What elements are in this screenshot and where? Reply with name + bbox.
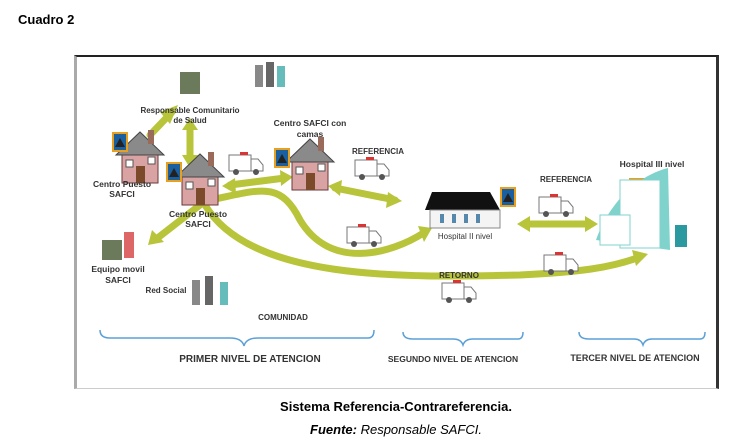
ambulance-icon [354, 156, 390, 181]
label-red-social: Red Social [146, 286, 187, 295]
arrow-center-equipo [151, 201, 204, 244]
figure-number: Cuadro 2 [18, 12, 75, 27]
label-hospital-2: Hospital II nivel [438, 232, 492, 241]
arrow-heads [148, 105, 648, 266]
label-primer-nivel: PRIMER NIVEL DE ATENCION [179, 354, 321, 365]
label-segundo-nivel: SEGUNDO NIVEL DE ATENCION [388, 354, 518, 364]
label-retorno: RETORNO [439, 271, 479, 280]
source-value: Responsable SAFCI. [356, 422, 482, 437]
label-referencia-2: REFERENCIA [540, 175, 592, 184]
label-equipo-movil-2: SAFCI [105, 275, 131, 285]
house-icon [285, 136, 335, 191]
diagram-frame [74, 55, 719, 389]
ambulance-icon [538, 193, 574, 218]
label-responsable: Responsable Comunitario [140, 106, 239, 115]
arrow-camas-referencia [331, 184, 399, 204]
label-centro-camas-2: camas [297, 129, 324, 139]
flow-arrows [146, 108, 644, 280]
ambulance-icon [441, 279, 477, 304]
arrow-center-camas [226, 174, 289, 189]
label-centro-camas: Centro SAFCI con [274, 118, 347, 128]
label-responsable-2: de Salud [173, 116, 206, 125]
ambulance-icon [346, 223, 382, 248]
logo-badge-icon [274, 148, 290, 168]
bracket-level-3 [578, 331, 706, 348]
bracket-level-2 [402, 331, 524, 348]
source-label: Fuente: [310, 422, 357, 437]
figure-source: Fuente: Responsable SAFCI. [0, 422, 748, 437]
hospital-3-icon [596, 168, 687, 250]
arrow-center-hospital3 [201, 201, 644, 280]
logo-badge-icon [166, 162, 182, 182]
label-centro-puesto-left-2: SAFCI [109, 189, 135, 199]
ambulance-icon [228, 151, 264, 176]
logo-badge-icon [112, 132, 128, 152]
logo-badge-icon [500, 187, 516, 207]
label-comunidad: COMUNIDAD [258, 313, 308, 322]
label-centro-puesto-center: Centro Puesto [169, 209, 227, 219]
figure-caption: Sistema Referencia-Contrareferencia. [280, 399, 512, 414]
label-hospital-3: Hospital III nivel [620, 159, 685, 169]
label-centro-puesto-left: Centro Puesto [93, 179, 151, 189]
label-equipo-movil: Equipo movil [91, 264, 144, 274]
house-icon [175, 151, 225, 206]
bracket-level-1 [99, 329, 375, 347]
label-tercer-nivel: TERCER NIVEL DE ATENCION [570, 353, 699, 363]
label-referencia-1: REFERENCIA [352, 147, 404, 156]
arrow-center-hospital2 [206, 187, 429, 257]
hospital-2-icon [425, 192, 501, 229]
level-brackets [99, 329, 706, 348]
label-centro-puesto-center-2: SAFCI [185, 219, 211, 229]
people-icon [102, 62, 285, 305]
